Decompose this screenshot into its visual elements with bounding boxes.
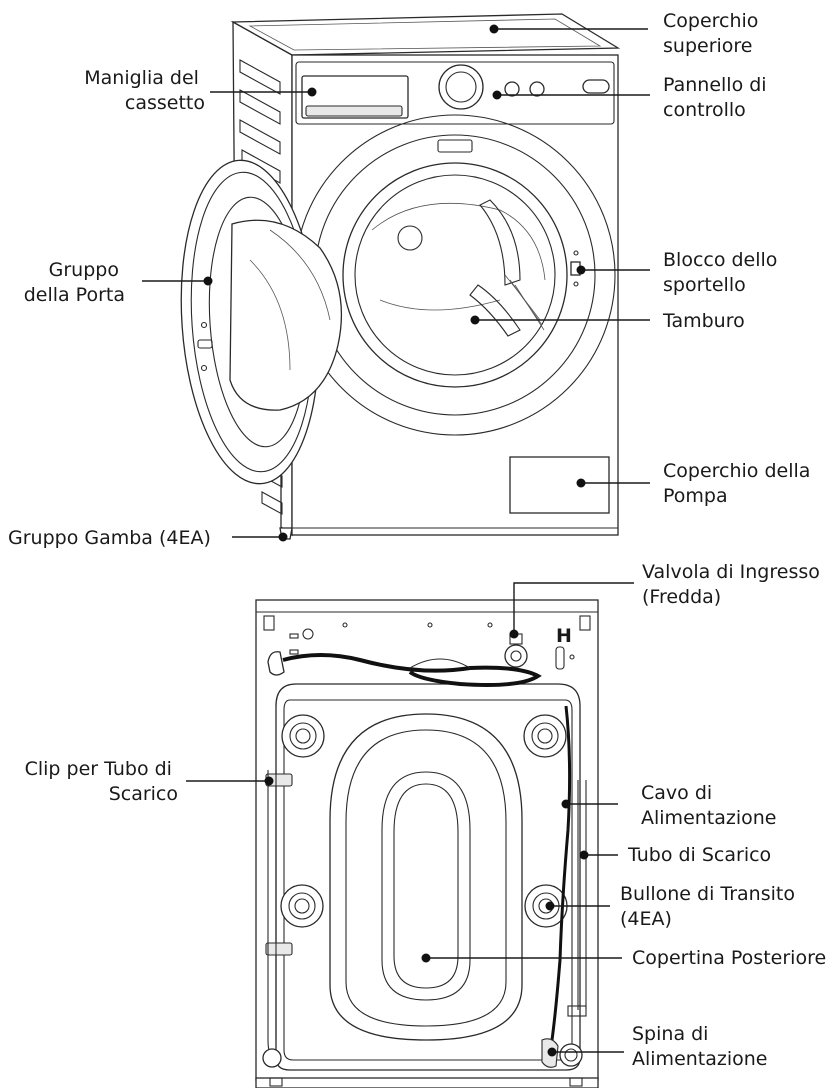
- display-button: [582, 79, 610, 94]
- label-back-cover: Copertina Posteriore: [632, 947, 826, 969]
- power-cord: [550, 705, 572, 1041]
- drawer-handle: [305, 105, 403, 117]
- label-pump-cover: Coperchio della Pompa: [663, 460, 816, 507]
- drum: [371, 199, 546, 337]
- front-view: [180, 13, 621, 540]
- label-transit-bolt: Bullone di Transito (4EA): [620, 883, 801, 930]
- callout-labels: Coperchio superiore Maniglia del cassett…: [8, 10, 826, 1070]
- label-drain-hose: Tubo di Scarico: [627, 844, 771, 866]
- label-leg-assembly: Gruppo Gamba (4EA): [8, 527, 211, 549]
- label-top-cover: Coperchio superiore: [663, 10, 764, 57]
- back-view: H: [255, 599, 599, 1088]
- label-control-panel: Pannello di controllo: [663, 74, 773, 121]
- control-button: [529, 81, 545, 97]
- label-inlet-valve: Valvola di Ingresso (Fredda): [642, 561, 826, 608]
- label-door-lock: Blocco dello sportello: [663, 249, 783, 296]
- back-panel-marker: H: [556, 625, 572, 647]
- pump-cover: [509, 456, 610, 514]
- label-drum: Tamburo: [662, 310, 745, 332]
- label-drawer-handle: Maniglia del cassetto: [84, 67, 205, 114]
- control-strip: [295, 61, 615, 125]
- top-cover: [230, 13, 621, 56]
- program-dial: [438, 64, 484, 110]
- drum-opening: [342, 162, 568, 388]
- control-button: [504, 81, 520, 97]
- callout-leaders: [142, 24, 650, 1057]
- inlet-valve: [504, 633, 528, 668]
- label-drain-hose-clip: Clip per Tubo di Scarico: [25, 758, 178, 805]
- label-power-cord: Cavo di Alimentazione: [641, 782, 777, 829]
- door-assembly: [180, 159, 343, 485]
- label-door-assembly: Gruppo della Porta: [24, 259, 125, 306]
- label-power-plug: Spina di Alimentazione: [632, 1023, 768, 1070]
